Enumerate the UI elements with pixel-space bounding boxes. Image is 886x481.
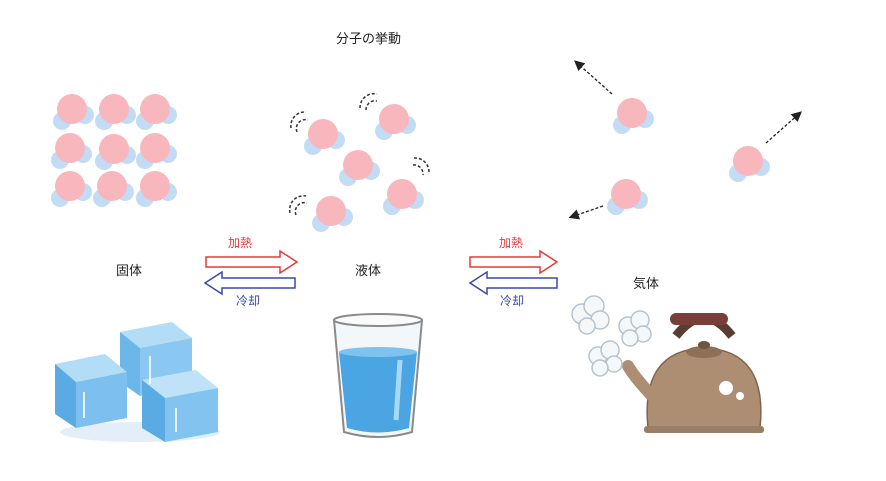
diagram-title: 分子の挙動 — [336, 32, 402, 47]
cool-label-2: 冷却 — [500, 294, 525, 308]
cool-arrow-2 — [468, 270, 558, 296]
liquid-label: 液体 — [355, 264, 382, 279]
heat-arrow-2 — [469, 249, 559, 275]
solid-molecules — [51, 94, 177, 207]
kettle-illustration — [622, 313, 764, 433]
cool-label-1: 冷却 — [236, 294, 261, 308]
liquid-molecules — [304, 104, 424, 232]
motion-arrows — [568, 60, 802, 220]
ice-cubes-illustration — [55, 322, 220, 442]
cool-arrow-1 — [203, 270, 296, 296]
steam-puffs — [571, 295, 652, 377]
heat-arrow-1 — [205, 249, 299, 275]
gas-label: 気体 — [633, 277, 660, 292]
vibration-marks — [288, 92, 430, 216]
water-glass-illustration — [332, 313, 424, 438]
heat-label-1: 加熱 — [228, 236, 253, 250]
solid-label: 固体 — [116, 264, 143, 279]
gas-molecules — [607, 98, 770, 215]
heat-label-2: 加熱 — [499, 236, 524, 250]
